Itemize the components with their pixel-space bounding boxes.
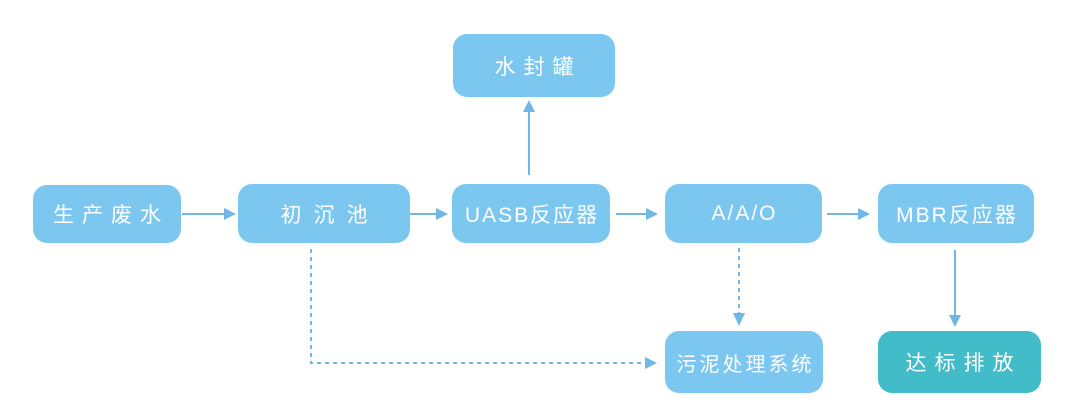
node-uasb-reactor: UASB反应器 <box>452 184 610 243</box>
node-production-wastewater: 生产废水 <box>33 185 181 243</box>
edge-uasb-to-aao <box>616 208 658 220</box>
node-sludge-treatment-system: 污泥处理系统 <box>665 331 823 393</box>
edge-uasb-to-water-seal <box>523 100 535 175</box>
node-water-seal-tank: 水封罐 <box>453 34 615 97</box>
edge-aao-to-sludge <box>733 248 745 326</box>
edge-production-to-primary <box>182 208 236 220</box>
edge-primary-to-uasb <box>405 208 448 220</box>
edge-aao-to-mbr <box>827 208 870 220</box>
edge-primary-to-sludge <box>310 249 657 369</box>
node-aao-process: A/A/O <box>665 184 822 243</box>
node-mbr-reactor: MBR反应器 <box>878 184 1034 243</box>
edge-mbr-to-discharge <box>949 250 961 327</box>
node-standard-discharge: 达标排放 <box>878 331 1041 393</box>
node-primary-sedimentation-tank: 初沉池 <box>238 184 410 243</box>
